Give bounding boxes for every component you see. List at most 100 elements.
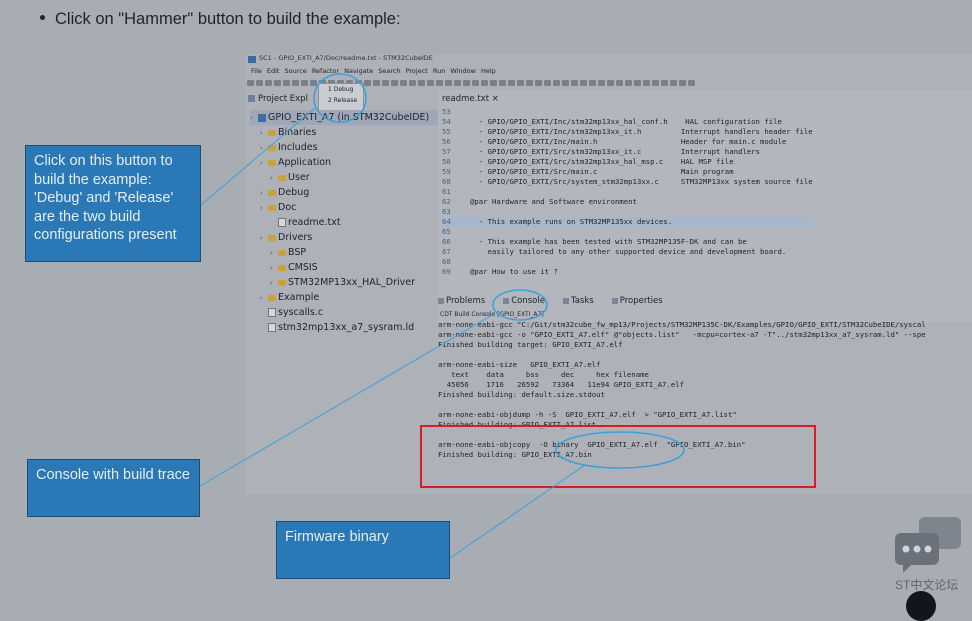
expand-chevron-icon[interactable]: › [260, 204, 263, 212]
tree-item[interactable]: ›Example [250, 290, 445, 305]
corner-avatar[interactable] [906, 591, 936, 621]
toolbar-icon[interactable] [616, 80, 623, 86]
menu-source[interactable]: Source [284, 67, 307, 75]
toolbar-icon[interactable] [571, 80, 578, 86]
code-text: - This example runs on STM32MP135xx devi… [470, 217, 673, 226]
toolbar-icon[interactable] [562, 80, 569, 86]
toolbar-icon[interactable] [607, 80, 614, 86]
tree-item-label: syscalls.c [278, 307, 324, 318]
toolbar-icon[interactable] [679, 80, 686, 86]
expand-chevron-icon[interactable]: › [270, 174, 273, 182]
toolbar-icon[interactable] [436, 80, 443, 86]
tab-properties[interactable]: Properties [611, 296, 672, 306]
toolbar-icon[interactable] [427, 80, 434, 86]
expand-chevron-icon[interactable]: › [270, 279, 273, 287]
toolbar-icon[interactable] [535, 80, 542, 86]
tab-console[interactable]: Console [503, 296, 554, 306]
toolbar-icon[interactable] [499, 80, 506, 86]
code-text: - GPIO/GPIO_EXTI/Src/stm32mp13xx_hal_msp… [470, 157, 734, 166]
toolbar-icon[interactable] [445, 80, 452, 86]
toolbar-icon[interactable] [418, 80, 425, 86]
toolbar-icon[interactable] [481, 80, 488, 86]
expand-chevron-icon[interactable]: › [270, 249, 273, 257]
toolbar-icon[interactable] [625, 80, 632, 86]
tree-item[interactable]: ›CMSIS [250, 260, 445, 275]
toolbar-icon[interactable] [373, 80, 380, 86]
tree-item[interactable]: ›STM32MP13xx_HAL_Driver [250, 275, 445, 290]
toolbar-icon[interactable] [463, 80, 470, 86]
toolbar-icon[interactable] [247, 80, 254, 86]
toolbar-icon[interactable] [634, 80, 641, 86]
expand-chevron-icon[interactable]: › [260, 189, 263, 197]
toolbar-icon[interactable] [589, 80, 596, 86]
menu-refactor[interactable]: Refactor [311, 67, 340, 75]
editor-tab-readme[interactable]: readme.txt × [442, 94, 499, 104]
expand-chevron-icon[interactable]: › [260, 234, 263, 242]
console-label: CDT Build Console [GPIO_EXTI_A7] [440, 311, 544, 318]
toolbar-icon[interactable] [517, 80, 524, 86]
menu-item-release[interactable]: 2 Release [328, 97, 358, 104]
project-explorer-tab[interactable]: Project Expl [248, 94, 308, 104]
toolbar-icon[interactable] [544, 80, 551, 86]
toolbar-icon[interactable] [526, 80, 533, 86]
forum-label[interactable]: ST中文论坛 [895, 578, 959, 592]
tree-item[interactable]: ›User [250, 170, 445, 185]
menu-navigate[interactable]: Navigate [344, 67, 374, 75]
toolbar-icon[interactable] [409, 80, 416, 86]
menu-item-debug[interactable]: 1 Debug [328, 86, 354, 93]
toolbar-icon[interactable] [400, 80, 407, 86]
tree-item[interactable]: ›Debug [250, 185, 445, 200]
expand-chevron-icon[interactable]: › [270, 264, 273, 272]
menu-window[interactable]: Window [450, 67, 476, 75]
toolbar-icon[interactable] [265, 80, 272, 86]
tab-tasks[interactable]: Tasks [562, 296, 603, 306]
menu-search[interactable]: Search [378, 67, 401, 75]
menu-edit[interactable]: Edit [266, 67, 280, 75]
toolbar-icon[interactable] [643, 80, 650, 86]
tree-item[interactable]: ›Application [250, 155, 445, 170]
toolbar-icon[interactable] [310, 80, 317, 86]
toolbar-icon[interactable] [256, 80, 263, 86]
tree-item[interactable]: ›Includes [250, 140, 445, 155]
menu-run[interactable]: Run [432, 67, 446, 75]
tree-item[interactable]: syscalls.c [250, 305, 445, 320]
toolbar-icon[interactable] [454, 80, 461, 86]
expand-chevron-icon[interactable]: › [260, 129, 263, 137]
menu-project[interactable]: Project [405, 67, 428, 75]
toolbar-icon[interactable] [301, 80, 308, 86]
menu-file[interactable]: File [251, 67, 262, 75]
toolbar-icon[interactable] [508, 80, 515, 86]
toolbar-icon[interactable] [598, 80, 605, 86]
tree-item[interactable]: ›BSP [250, 245, 445, 260]
toolbar-icon[interactable] [661, 80, 668, 86]
ide-menubar: File Edit Source Refactor Navigate Search Proj… [246, 67, 972, 77]
tree-item[interactable]: ›Drivers [250, 230, 445, 245]
toolbar-icon[interactable] [364, 80, 371, 86]
expand-chevron-icon[interactable]: › [260, 144, 263, 152]
toolbar-icon[interactable] [391, 80, 398, 86]
toolbar-icon[interactable] [283, 80, 290, 86]
console-line: Finished building: default.size.stdout [438, 390, 605, 399]
tree-item[interactable]: ›Doc [250, 200, 445, 215]
tree-item[interactable]: readme.txt [250, 215, 445, 230]
expand-chevron-icon[interactable]: › [260, 294, 263, 302]
toolbar-icon[interactable] [490, 80, 497, 86]
toolbar-icon[interactable] [274, 80, 281, 86]
code-line: 66 - This example has been tested with S… [442, 237, 813, 247]
toolbar-icon[interactable] [472, 80, 479, 86]
expand-chevron-icon[interactable]: › [260, 159, 263, 167]
tree-item[interactable]: stm32mp13xx_a7_sysram.ld [250, 320, 445, 335]
menu-help[interactable]: Help [480, 67, 496, 75]
expand-chevron-icon[interactable]: › [250, 114, 253, 122]
toolbar-icon[interactable] [292, 80, 299, 86]
toolbar-icon[interactable] [580, 80, 587, 86]
toolbar-icon[interactable] [382, 80, 389, 86]
toolbar-icon[interactable] [688, 80, 695, 86]
code-text: @par How to use it ? [470, 267, 558, 276]
toolbar-icon[interactable] [652, 80, 659, 86]
forum-chat-icon[interactable] [893, 515, 963, 575]
toolbar-icon[interactable] [670, 80, 677, 86]
tab-problems[interactable]: Problems [438, 296, 494, 306]
tree-item[interactable]: ›Binaries [250, 125, 445, 140]
toolbar-icon[interactable] [553, 80, 560, 86]
